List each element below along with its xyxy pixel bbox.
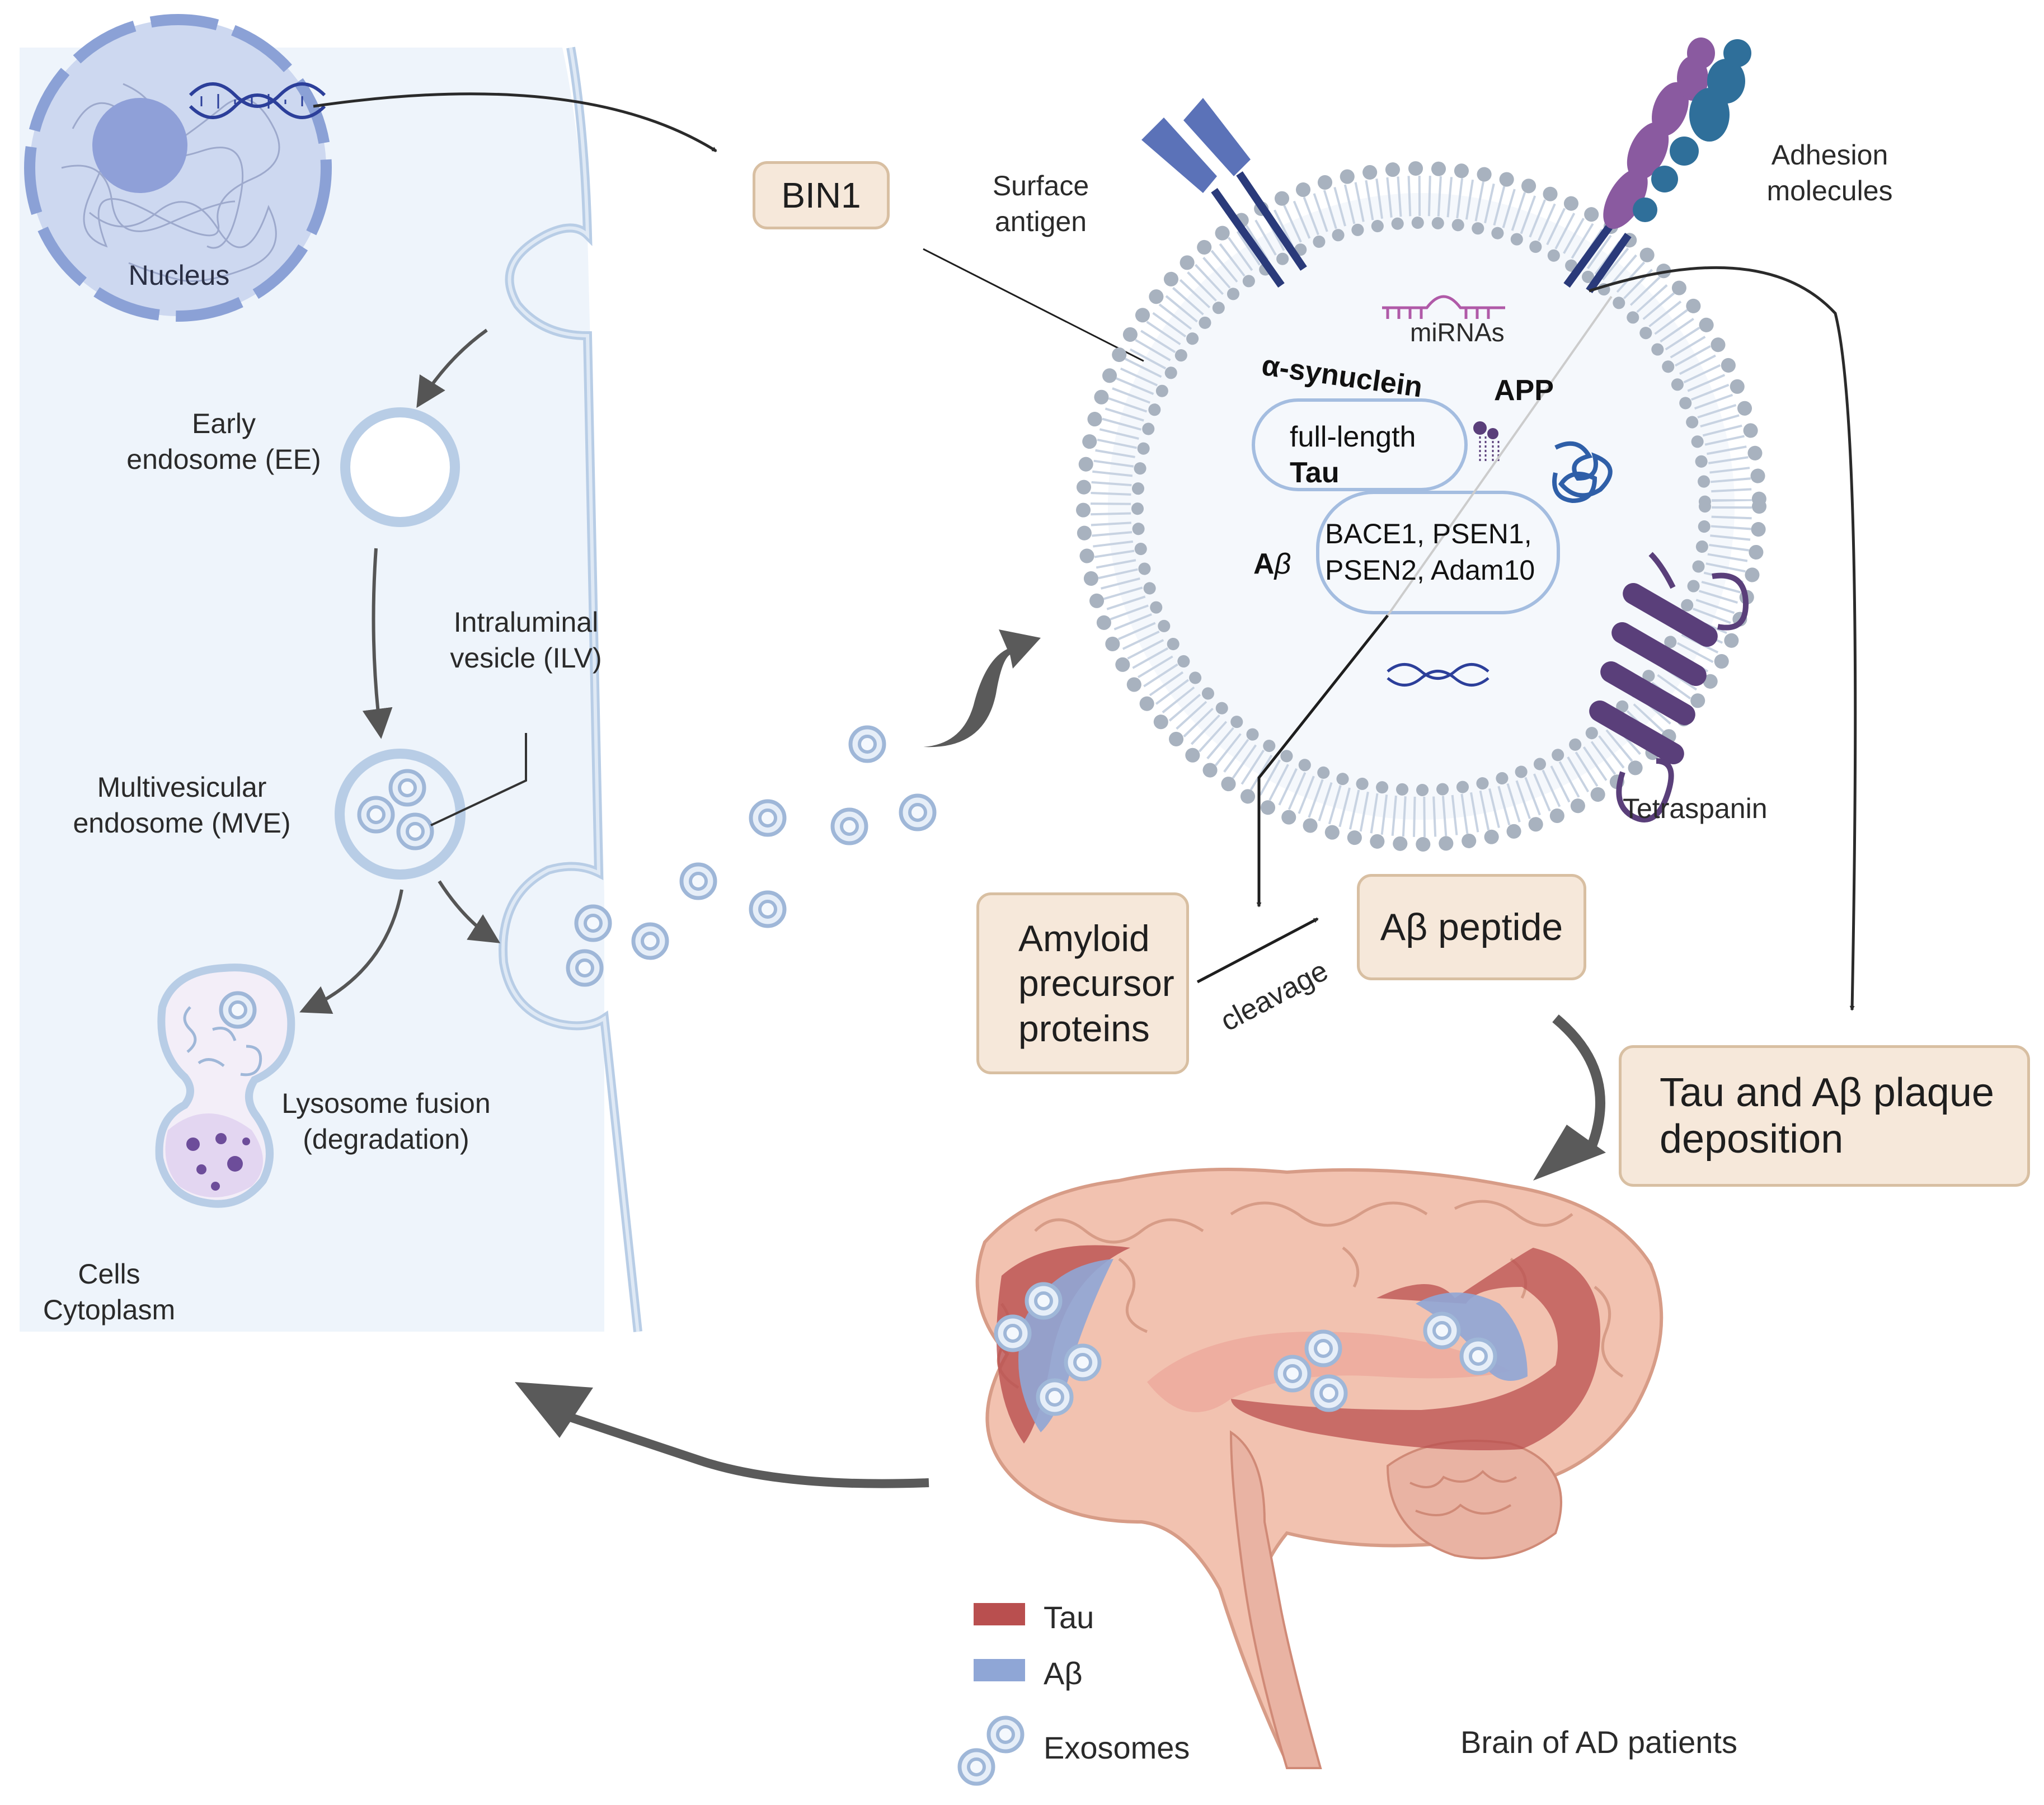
plaque-deposition-box: Tau and Aβ plaque deposition	[1619, 1045, 2030, 1187]
brain-illustration	[975, 1168, 1664, 1769]
abeta-peptide-label: Aβ peptide	[1380, 906, 1563, 948]
mirna-icon	[1382, 295, 1505, 319]
cytoplasm-label: Cells Cytoplasm	[43, 1258, 176, 1325]
tau-full-length-label: full-length	[1290, 421, 1416, 453]
app-pointer-line	[1387, 295, 1613, 617]
mirnas-label: miRNAs	[1410, 318, 1505, 347]
tetraspanin-label: Tetraspanin	[1623, 793, 1768, 824]
lipid-icon	[1473, 421, 1500, 463]
tau-label: Tau	[1290, 457, 1340, 489]
released-exosomes	[568, 727, 934, 985]
abeta-peptide-box: Aβ peptide	[1357, 874, 1586, 980]
abeta-inner-label: Aβ	[1253, 548, 1291, 580]
arrow-to-early-endosome	[416, 328, 488, 408]
arrow-brain-to-cell-head	[515, 1382, 593, 1438]
tetraspanin-icon	[1589, 552, 1749, 822]
enzymes-label: BACE1, PSEN1, PSEN2, Adam10	[1325, 518, 1535, 586]
bin1-label: BIN1	[781, 175, 861, 215]
nucleus	[24, 14, 332, 322]
cleavage-arrow	[1196, 917, 1319, 984]
arrow-brain-to-cell	[563, 1411, 929, 1488]
lysosome-label: Lysosome fusion (degradation)	[281, 1088, 491, 1155]
arrow-mve-to-lysosome	[299, 889, 403, 1014]
ilv-label: Intraluminal vesicle (ILV)	[450, 607, 602, 674]
arrow-peptide-to-brain-head	[1533, 1125, 1606, 1181]
surface-antigen-label: Surface antigen	[992, 170, 1089, 237]
arrow-ee-to-mve	[362, 548, 393, 739]
plaque-deposition-label: Tau and Aβ plaque deposition	[1660, 1070, 1994, 1162]
brain-caption: Brain of AD patients	[1460, 1724, 1737, 1760]
legend-tau-label: Tau	[1044, 1600, 1094, 1635]
ilv-pointer-line	[430, 733, 527, 826]
arrow-peptide-to-brain	[1552, 1014, 1605, 1155]
arrow-app-to-amyloid	[1256, 614, 1389, 908]
arrow-to-plaque-deposition	[1589, 266, 1857, 1011]
legend-exosome-icon	[960, 1718, 1022, 1784]
surface-antigen-icon	[1141, 98, 1307, 288]
legend-abeta-swatch	[974, 1659, 1025, 1681]
legend-abeta-label: Aβ	[1044, 1656, 1083, 1691]
legend-exosomes-label: Exosomes	[1044, 1730, 1190, 1765]
protein-icon	[1552, 441, 1613, 504]
nucleus-label: Nucleus	[128, 260, 230, 291]
amyloid-precursor-box: Amyloid precursor proteins	[976, 892, 1189, 1074]
adhesion-molecules-label: Adhesion molecules	[1766, 139, 1893, 206]
legend-tau-swatch	[974, 1603, 1025, 1625]
enzyme-container	[1316, 491, 1560, 614]
mve-label: Multivesicular endosome (MVE)	[73, 772, 291, 839]
arrow-nucleus-to-bin1	[313, 92, 717, 153]
arrow-mve-to-membrane	[438, 880, 501, 943]
plasma-membrane-inner	[501, 47, 640, 1332]
app-label: APP	[1494, 374, 1554, 407]
adhesion-molecules-icon	[1563, 37, 1751, 294]
amyloid-precursor-label: Amyloid precursor proteins	[1018, 917, 1174, 1049]
lysosome-fusion	[155, 963, 295, 1208]
bin1-box: BIN1	[753, 161, 890, 229]
tau-container	[1252, 398, 1468, 491]
early-endosome-label: Early endosome (EE)	[126, 408, 321, 475]
exosome-dna-icon	[1387, 663, 1489, 687]
dna-icon	[189, 82, 326, 119]
multivesicular-endosome	[335, 749, 466, 880]
early-endosome	[340, 407, 460, 527]
arrow-release-to-exosome	[923, 629, 1041, 748]
